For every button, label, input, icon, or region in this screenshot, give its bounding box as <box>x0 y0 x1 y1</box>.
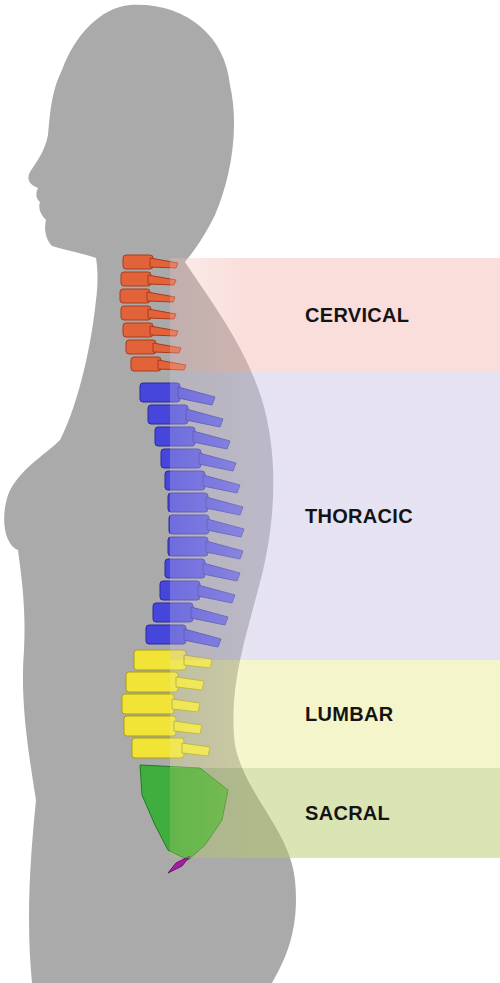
region-band: CERVICAL <box>170 258 500 372</box>
region-band: LUMBAR <box>170 660 500 768</box>
region-label: SACRAL <box>305 802 390 825</box>
region-label: LUMBAR <box>305 703 393 726</box>
region-label: CERVICAL <box>305 304 409 327</box>
coccyx <box>168 856 190 873</box>
region-band: SACRAL <box>170 768 500 858</box>
region-band: THORACIC <box>170 372 500 660</box>
region-label: THORACIC <box>305 505 413 528</box>
